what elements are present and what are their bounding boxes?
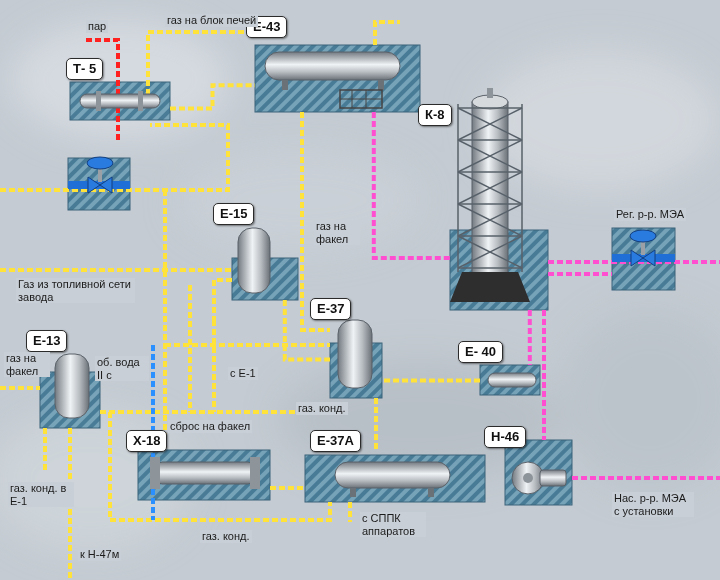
equipment-node: Е-37А	[305, 452, 485, 502]
vessel-e37a	[335, 462, 450, 497]
equipment-node: Е- 40	[480, 365, 540, 395]
pipe-connector	[528, 310, 532, 365]
equipment-tag: Т- 5	[66, 58, 103, 80]
equipment-node: Е-15	[232, 225, 298, 300]
pump-h46	[512, 462, 566, 494]
equipment-node: К-8	[450, 100, 548, 310]
pipe-label: газ. конд. в Е-1	[8, 482, 74, 507]
vessel-e15	[238, 228, 270, 293]
equipment-tag: Е-37	[310, 298, 351, 320]
gas-pipes	[0, 22, 400, 580]
pipe-label: газ на блок печей	[165, 14, 258, 27]
equipment-pads	[40, 45, 675, 505]
pipe-label: газ. конд.	[296, 402, 348, 415]
equipment-tag: Е-15	[213, 203, 254, 225]
vessel-e37	[338, 320, 372, 388]
steam-pipe	[86, 40, 118, 140]
pipe-connector	[374, 398, 378, 452]
equipment-tag: Е- 40	[458, 341, 503, 363]
pipe-label: об. вода II с	[95, 356, 149, 381]
pipe-label: с Е-1	[228, 367, 258, 380]
pipe-connector	[170, 85, 255, 108]
pipe-connector	[382, 378, 480, 382]
mea-pipes	[548, 262, 720, 478]
heat-exchanger-t5	[80, 91, 160, 111]
control-valve	[68, 157, 130, 193]
equipment-tag: К-8	[418, 104, 452, 126]
equipment-tag: Н-46	[484, 426, 526, 448]
equipment-tag: Е-37А	[310, 430, 361, 452]
pipe-connector	[542, 310, 546, 440]
equipment-tag: Х-18	[126, 430, 167, 452]
column-k8	[450, 88, 530, 302]
control-valve	[612, 230, 675, 266]
equipment-tag: Е-13	[26, 330, 67, 352]
equipment-node: Т- 5	[70, 82, 170, 120]
equipment-node: Е-43	[255, 45, 420, 112]
vessel-e40	[488, 373, 536, 387]
equipment-node: Н-46	[505, 440, 572, 505]
pipe-label: Газ из топливной сети завода	[16, 278, 135, 303]
pipe-label: Нас. р-р. МЭА с установки	[612, 492, 694, 517]
cooler-x18	[150, 457, 260, 489]
pipe-label: Рег. р-р. МЭА	[614, 208, 686, 221]
pipe-label: газ на факел	[4, 352, 50, 377]
pipe-label: к Н-47м	[78, 548, 121, 561]
vessel-e13	[55, 354, 89, 418]
vessel-e43	[265, 52, 400, 108]
pipe-label: сброс на факел	[168, 420, 252, 433]
pipe-label: газ на факел	[314, 220, 360, 245]
equipment-node: Х-18	[138, 450, 270, 500]
equipment-node: Е-37	[330, 318, 382, 398]
pipe-label: с СППК аппаратов	[360, 512, 426, 537]
texture	[0, 20, 720, 550]
pipe-label: пар	[86, 20, 108, 33]
pipe-connector	[374, 112, 450, 258]
pipe-label: газ. конд.	[200, 530, 252, 543]
